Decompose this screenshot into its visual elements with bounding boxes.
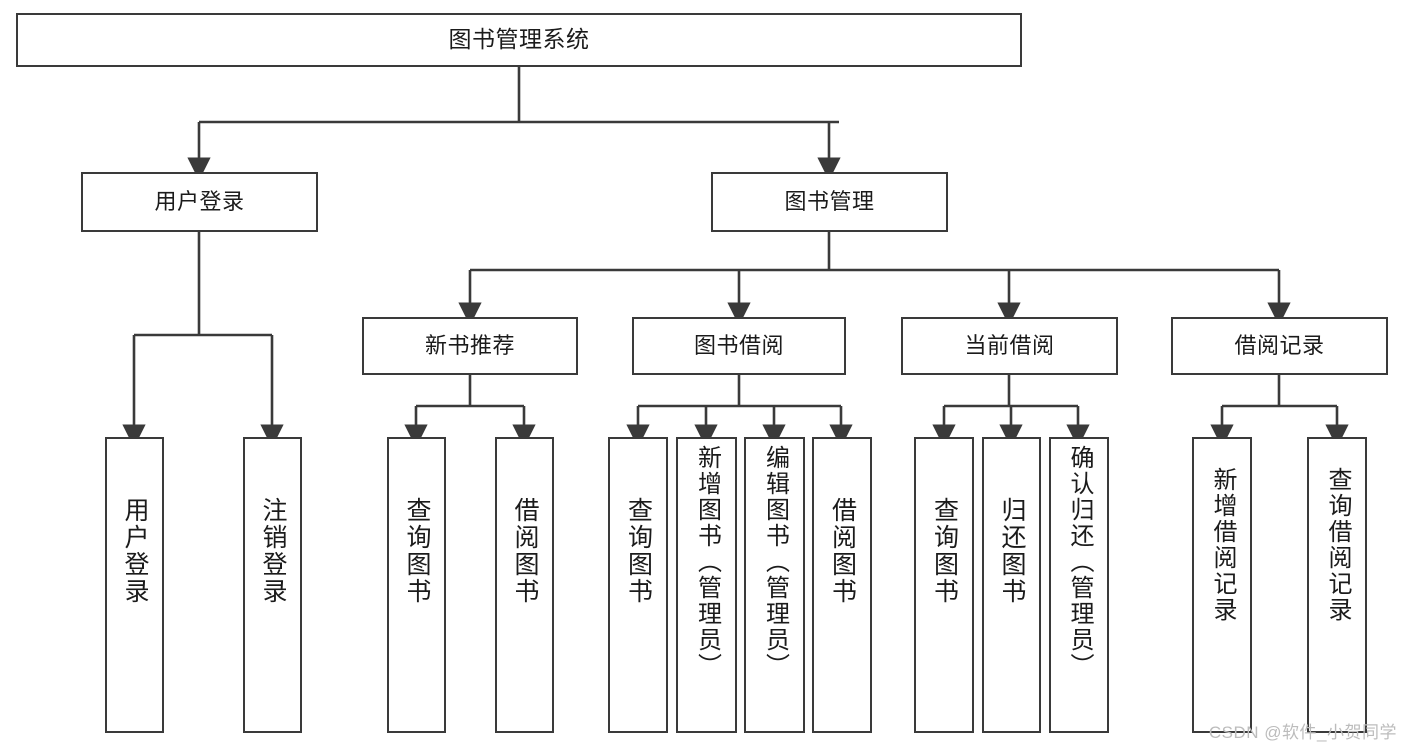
- leaf-user-login-signin[interactable]: 用户登录: [105, 437, 164, 733]
- node-label: 用户登录: [154, 189, 245, 215]
- node-label: 用户登录: [121, 497, 149, 605]
- node-label: 归还图书: [998, 497, 1026, 605]
- node-label: 图书管理系统: [448, 26, 590, 53]
- leaf-borrow-record-query[interactable]: 查询借阅记录: [1307, 437, 1367, 733]
- leaf-current-borrow-query[interactable]: 查询图书: [914, 437, 974, 733]
- node-book-management[interactable]: 图书管理: [711, 172, 948, 232]
- node-label: 新书推荐: [424, 333, 515, 359]
- node-current-borrow[interactable]: 当前借阅: [901, 317, 1118, 375]
- leaf-current-borrow-return[interactable]: 归还图书: [982, 437, 1041, 733]
- csdn-watermark: CSDN @软件_小贺同学: [1208, 723, 1397, 742]
- leaf-book-borrow-edit[interactable]: 编辑图书（管理员）: [744, 437, 805, 733]
- node-new-book-recommend[interactable]: 新书推荐: [362, 317, 578, 375]
- node-label: 借阅图书: [511, 497, 539, 605]
- node-label: 注销登录: [259, 497, 287, 605]
- node-label: 确认归还（管理员）: [1066, 445, 1093, 679]
- node-root-system[interactable]: 图书管理系统: [16, 13, 1022, 67]
- leaf-current-borrow-confirm-return[interactable]: 确认归还（管理员）: [1049, 437, 1109, 733]
- leaf-book-borrow-query[interactable]: 查询图书: [608, 437, 668, 733]
- node-label: 新增图书（管理员）: [693, 445, 721, 679]
- node-label: 查询图书: [930, 497, 959, 605]
- node-label: 借阅记录: [1234, 333, 1325, 359]
- node-label: 编辑图书（管理员）: [761, 445, 789, 679]
- node-label: 图书管理: [784, 189, 875, 215]
- node-user-login[interactable]: 用户登录: [81, 172, 318, 232]
- leaf-user-login-signout[interactable]: 注销登录: [243, 437, 302, 733]
- node-label: 借阅图书: [828, 497, 857, 605]
- node-borrow-record[interactable]: 借阅记录: [1171, 317, 1388, 375]
- node-label: 查询借阅记录: [1324, 467, 1351, 623]
- leaf-new-book-query[interactable]: 查询图书: [387, 437, 446, 733]
- leaf-book-borrow-borrow[interactable]: 借阅图书: [812, 437, 872, 733]
- node-label: 当前借阅: [964, 333, 1055, 359]
- leaf-book-borrow-add[interactable]: 新增图书（管理员）: [676, 437, 737, 733]
- leaf-borrow-record-add[interactable]: 新增借阅记录: [1192, 437, 1252, 733]
- node-label: 查询图书: [624, 497, 653, 605]
- node-book-borrow[interactable]: 图书借阅: [632, 317, 846, 375]
- leaf-new-book-borrow[interactable]: 借阅图书: [495, 437, 554, 733]
- node-label: 查询图书: [403, 497, 431, 605]
- node-label: 图书借阅: [693, 333, 784, 359]
- node-label: 新增借阅记录: [1209, 467, 1236, 623]
